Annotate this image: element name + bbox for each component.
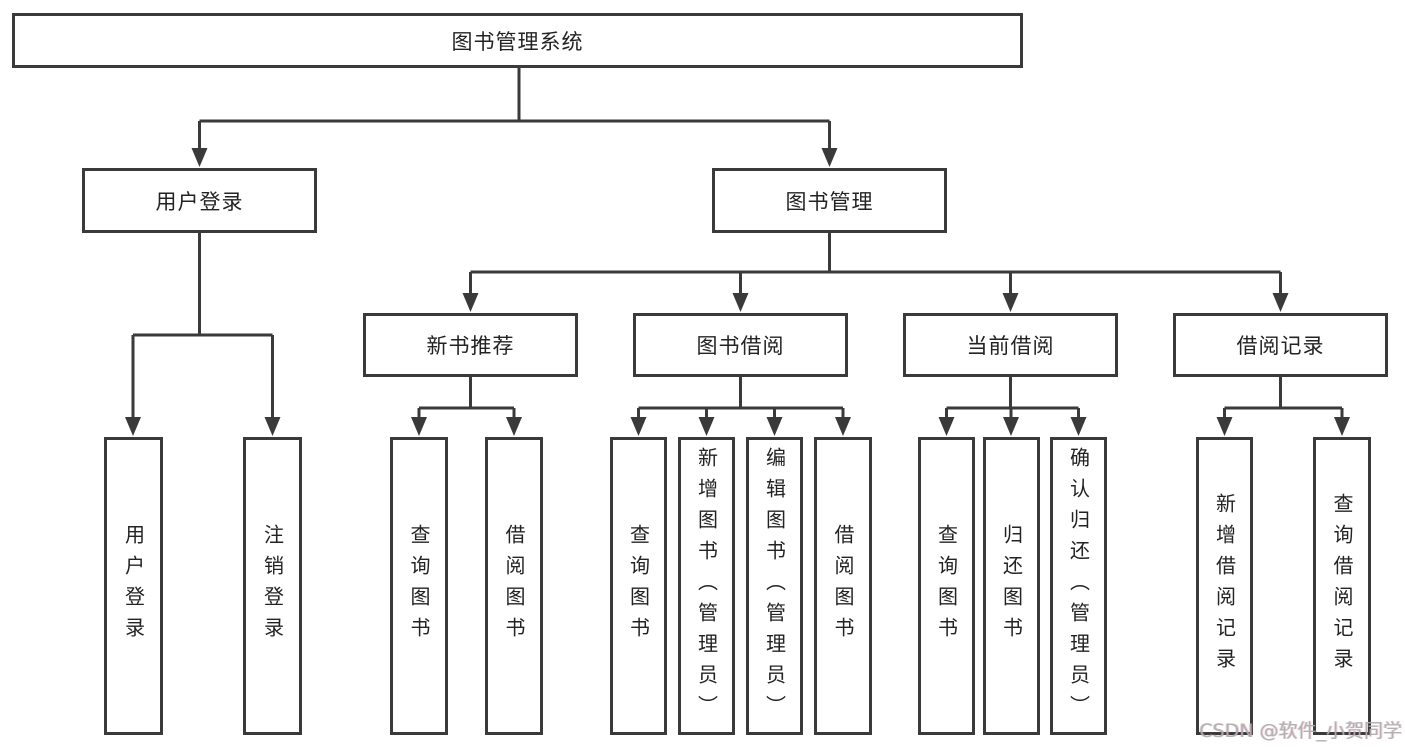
node-current-borrow: 当前借阅 [903,313,1118,377]
node-root-label: 图书管理系统 [451,29,584,54]
leaf-user-login: 用户登录 [104,437,163,735]
leaf-edit-books-admin: 编辑图书（管理员） [746,437,803,735]
leaf-borrow-books-recommend: 借阅图书 [485,437,543,735]
leaf-borrow-books-label: 借阅图书 [831,524,855,648]
leaf-query-books-borrow: 查询图书 [610,437,667,735]
leaf-query-borrow-record: 查询借阅记录 [1313,437,1371,735]
leaf-query-borrow-record-label: 查询借阅记录 [1330,493,1354,679]
leaf-query-books-current: 查询图书 [918,437,975,735]
leaf-logout-label: 注销登录 [260,524,285,648]
leaf-confirm-return-admin: 确认归还（管理员） [1050,437,1107,735]
node-book-management: 图书管理 [712,168,947,233]
leaf-query-books-recommend-label: 查询图书 [407,524,431,648]
leaf-query-books-current-label: 查询图书 [934,524,959,648]
node-new-book-recommend-label: 新书推荐 [426,334,515,358]
leaf-edit-books-admin-label: 编辑图书（管理员） [762,446,787,726]
csdn-watermark: CSDN @软件_小贺同学 [1199,720,1402,742]
leaf-user-login-label: 用户登录 [121,524,146,648]
leaf-query-books-recommend: 查询图书 [390,437,448,735]
leaf-confirm-return-admin-label: 确认归还（管理员） [1066,446,1091,726]
node-borrow-records: 借阅记录 [1173,313,1388,377]
node-user-login-label: 用户登录 [155,189,244,214]
node-book-management-label: 图书管理 [785,189,874,214]
leaf-borrow-books: 借阅图书 [814,437,872,735]
leaf-add-books-admin: 新增图书（管理员） [678,437,735,735]
leaf-return-books: 归还图书 [983,437,1040,735]
node-book-borrow-label: 图书借阅 [696,334,785,358]
leaf-borrow-books-recommend-label: 借阅图书 [502,524,526,648]
node-root: 图书管理系统 [12,13,1023,68]
node-current-borrow-label: 当前借阅 [966,334,1055,358]
leaf-logout: 注销登录 [243,437,302,735]
node-borrow-records-label: 借阅记录 [1236,334,1325,358]
leaf-add-borrow-record: 新增借阅记录 [1196,437,1253,735]
leaf-add-books-admin-label: 新增图书（管理员） [694,446,719,726]
node-book-borrow: 图书借阅 [633,313,848,377]
node-user-login: 用户登录 [82,168,317,233]
leaf-query-books-borrow-label: 查询图书 [626,524,651,648]
node-new-book-recommend: 新书推荐 [363,313,578,377]
leaf-add-borrow-record-label: 新增借阅记录 [1212,493,1237,679]
leaf-return-books-label: 归还图书 [999,524,1024,648]
